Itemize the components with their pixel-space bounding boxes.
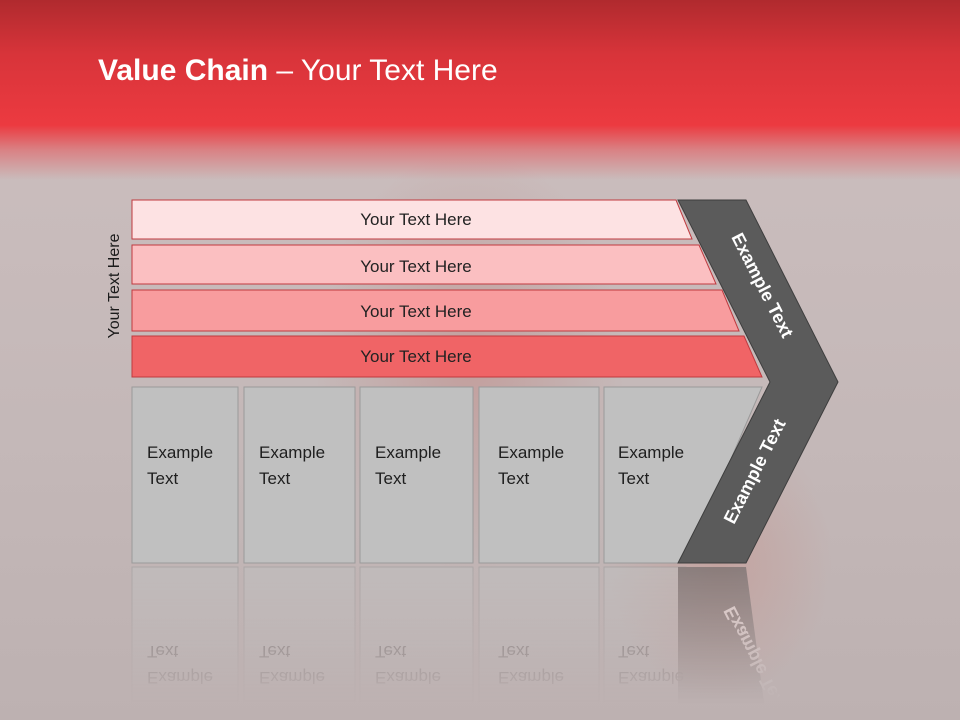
reflection-col-2-line1: Example xyxy=(259,668,325,687)
title-bold: Value Chain xyxy=(98,54,269,87)
reflection-column-1 xyxy=(131,566,239,720)
column-4-line2: Text xyxy=(498,469,529,488)
column-group: Example Text Example Text Example Text E… xyxy=(131,386,763,564)
bar-3[interactable] xyxy=(131,289,740,332)
column-5-line1: Example xyxy=(618,443,684,462)
column-3-line2: Text xyxy=(375,469,406,488)
reflection-column-4 xyxy=(478,566,600,720)
bar-2[interactable] xyxy=(131,244,717,285)
column-1-line1: Example xyxy=(147,443,213,462)
title-rest: – Your Text Here xyxy=(268,54,498,87)
bar-3-label: Your Text Here xyxy=(360,302,472,321)
reflection-col-1-line1: Example xyxy=(147,668,213,687)
bar-4-label: Your Text Here xyxy=(360,347,472,366)
header-band xyxy=(0,0,960,180)
reflection-col-3-line1: Example xyxy=(375,668,441,687)
column-1[interactable] xyxy=(131,386,239,564)
reflection-col-2-line2: Text xyxy=(259,642,290,661)
reflection-column-3 xyxy=(359,566,474,720)
reflection-col-4-line1: Example xyxy=(498,668,564,687)
reflection-col-3-line2: Text xyxy=(375,642,406,661)
slide-title[interactable]: Value Chain – Your Text Here xyxy=(98,54,498,88)
bar-1-label: Your Text Here xyxy=(360,210,472,229)
reflection-col-4-line2: Text xyxy=(498,642,529,661)
bar-2-label: Your Text Here xyxy=(360,257,472,276)
chevron-shape xyxy=(677,199,839,564)
column-3-line1: Example xyxy=(375,443,441,462)
column-5-line2: Text xyxy=(618,469,649,488)
reflection-col-1-line2: Text xyxy=(147,642,178,661)
reflection-col-5-line1: Example xyxy=(618,668,684,687)
column-1-line2: Text xyxy=(147,469,178,488)
column-2[interactable] xyxy=(243,386,356,564)
reflection-column-2 xyxy=(243,566,356,720)
bar-1[interactable] xyxy=(131,199,693,240)
column-3[interactable] xyxy=(359,386,474,564)
column-2-line1: Example xyxy=(259,443,325,462)
column-2-line2: Text xyxy=(259,469,290,488)
reflection: Example Text Example Text Example Text E… xyxy=(131,566,790,720)
reflection-chevron xyxy=(678,567,767,720)
bar-4[interactable] xyxy=(131,335,763,378)
column-4[interactable] xyxy=(478,386,600,564)
column-4-line1: Example xyxy=(498,443,564,462)
reflection-col-5-line2: Text xyxy=(618,642,649,661)
bar-group: Your Text Here Your Text Here Your Text … xyxy=(131,199,763,378)
